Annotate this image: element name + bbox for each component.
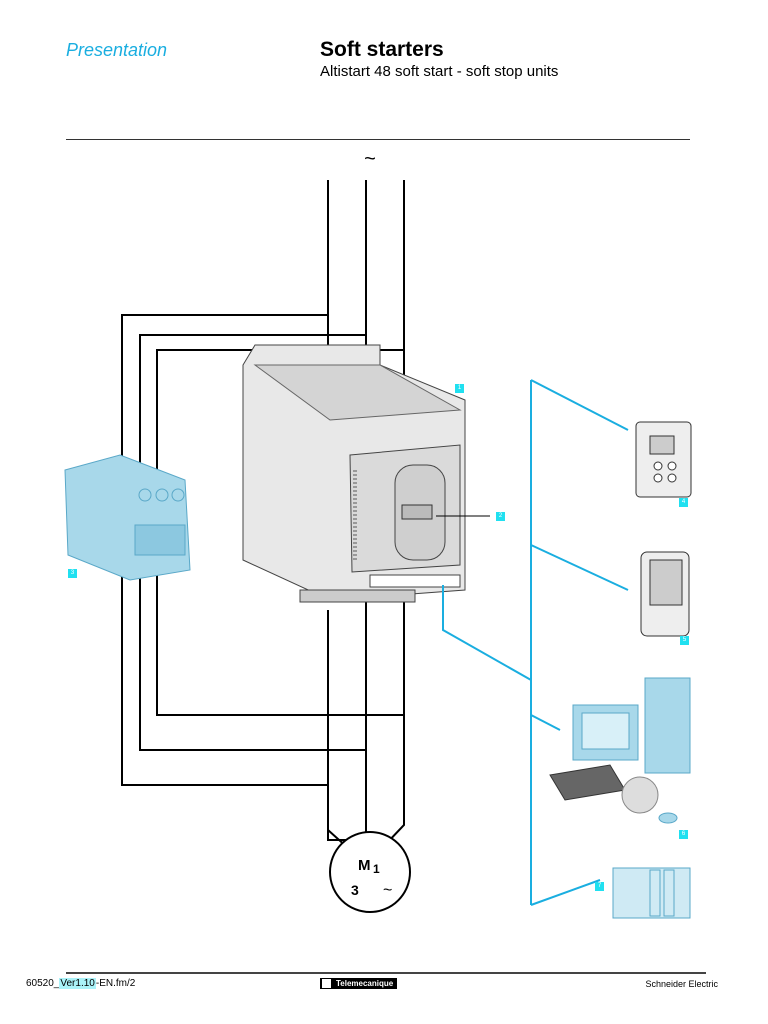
footer-divider xyxy=(66,972,706,974)
altistart-48-soft-starter xyxy=(242,344,490,603)
doc-suffix: -EN.fm/2 xyxy=(95,978,136,989)
header-divider xyxy=(66,139,690,140)
section-title: Presentation xyxy=(66,40,168,60)
motor-phases: 3 xyxy=(351,882,359,898)
callout-4: 4 xyxy=(679,498,688,507)
remote-terminal xyxy=(635,421,692,498)
pocket-pc xyxy=(640,551,690,637)
page-subtitle: Altistart 48 soft start - soft stop unit… xyxy=(320,63,559,80)
callout-3: 3 xyxy=(68,569,77,578)
motor-symbol xyxy=(329,831,411,913)
company-name: Schneider Electric xyxy=(645,979,718,989)
doc-prefix: 60520_ xyxy=(26,978,60,989)
callout-7: 7 xyxy=(595,882,604,891)
telemecanique-logo: Telemecanique xyxy=(320,978,398,989)
callout-6: 6 xyxy=(679,830,688,839)
page-title: Soft starters xyxy=(320,38,444,61)
motor-subscript: 1 xyxy=(373,862,380,876)
communication-network xyxy=(442,379,629,906)
plc xyxy=(612,867,691,919)
supply-symbol: ~ xyxy=(364,148,376,170)
callout-5: 5 xyxy=(680,636,689,645)
motor-label: M xyxy=(358,857,371,874)
document-reference: 60520_Ver1.10-EN.fm/2 xyxy=(26,978,135,989)
contactor xyxy=(64,454,191,581)
callout-1: 1 xyxy=(455,384,464,393)
pc-with-powersuite xyxy=(549,677,691,824)
callout-2: 2 xyxy=(496,512,505,521)
motor-ac-symbol: ~ xyxy=(383,882,392,899)
doc-version: Ver1.10 xyxy=(59,978,96,989)
